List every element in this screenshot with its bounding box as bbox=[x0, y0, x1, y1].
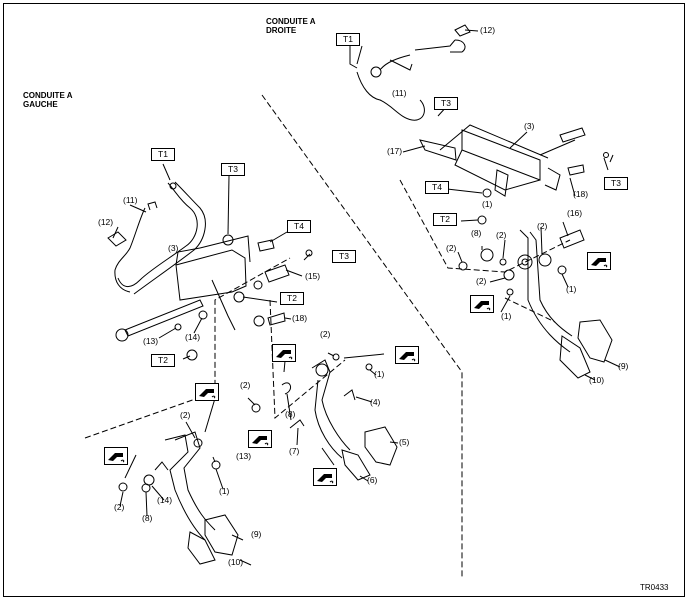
callout-8: (8) bbox=[471, 228, 482, 238]
callout-5: (5) bbox=[399, 437, 410, 447]
callout-12: (12) bbox=[480, 25, 496, 35]
callout-13: (13) bbox=[236, 451, 252, 461]
tool-box-t1: T1 bbox=[151, 148, 175, 161]
callout-16: (16) bbox=[567, 208, 583, 218]
callout-1: (1) bbox=[501, 311, 512, 321]
callout-8: (8) bbox=[142, 513, 153, 523]
callout-7: (7) bbox=[289, 446, 300, 456]
tool-box-t3: T3 bbox=[332, 250, 356, 263]
callout-2: (2) bbox=[537, 221, 548, 231]
tool-box-t1: T1 bbox=[336, 33, 360, 46]
grease-application-icon bbox=[470, 295, 494, 313]
right-pedal-arm bbox=[519, 229, 571, 353]
tool-box-t3: T3 bbox=[434, 97, 458, 110]
callout-3: (3) bbox=[168, 243, 179, 253]
left-pedal-pad-6 bbox=[341, 449, 371, 481]
callout-10: (10) bbox=[589, 375, 605, 385]
left-pedal-pad-5 bbox=[364, 426, 398, 466]
grease-application-icon bbox=[272, 344, 296, 362]
callout-12: (12) bbox=[98, 217, 114, 227]
left-pedal-arm bbox=[164, 434, 206, 541]
right-bracket bbox=[461, 129, 541, 181]
callout-18: (18) bbox=[573, 189, 589, 199]
callout-2: (2) bbox=[476, 276, 487, 286]
grease-application-icon bbox=[248, 430, 272, 448]
callout-9: (9) bbox=[251, 529, 262, 539]
grease-application-icon bbox=[313, 468, 337, 486]
grease-application-icon bbox=[395, 346, 419, 364]
left-pedal-pad-10 bbox=[187, 531, 216, 565]
left-shaft-dash bbox=[269, 299, 346, 420]
tool-box-t2: T2 bbox=[280, 292, 304, 305]
tool-box-t3: T3 bbox=[604, 177, 628, 190]
callout-17: (17) bbox=[387, 146, 403, 156]
callout-1: (1) bbox=[566, 284, 577, 294]
tool-box-t3: T3 bbox=[221, 163, 245, 176]
right-pedal-pad-9 bbox=[577, 319, 613, 363]
callout-14: (14) bbox=[185, 332, 201, 342]
callout-2: (2) bbox=[320, 329, 331, 339]
callout-2: (2) bbox=[240, 380, 251, 390]
callout-6: (6) bbox=[367, 475, 378, 485]
callout-11: (11) bbox=[392, 88, 407, 98]
left-switch-15 bbox=[264, 264, 290, 283]
left-cable bbox=[117, 182, 198, 287]
heading-left-hand-drive: CONDUITE A GAUCHE bbox=[23, 91, 73, 109]
callout-3: (3) bbox=[524, 121, 535, 131]
left-bracket bbox=[175, 249, 247, 301]
callout-1: (1) bbox=[219, 486, 230, 496]
tool-box-t2: T2 bbox=[433, 213, 457, 226]
callout-1: (1) bbox=[482, 199, 493, 209]
section-divider bbox=[261, 94, 463, 578]
grease-application-icon bbox=[195, 383, 219, 401]
tool-box-t4: T4 bbox=[425, 181, 449, 194]
grease-application-icon bbox=[104, 447, 128, 465]
tool-box-t2: T2 bbox=[151, 354, 175, 367]
callout-14: (14) bbox=[157, 495, 173, 505]
left-long-bolt bbox=[124, 299, 204, 337]
callout-13: (13) bbox=[143, 336, 159, 346]
left-clutch-arm bbox=[311, 359, 351, 451]
left-pedal-pad-9 bbox=[204, 514, 239, 556]
callout-10: (10) bbox=[228, 557, 244, 567]
callout-2: (2) bbox=[180, 410, 191, 420]
right-pedal-pad-10 bbox=[559, 335, 591, 379]
tool-box-t4: T4 bbox=[287, 220, 311, 233]
callout-18: (18) bbox=[292, 313, 308, 323]
callout-1: (1) bbox=[374, 369, 385, 379]
callout-2: (2) bbox=[496, 230, 507, 240]
callout-8: (8) bbox=[285, 409, 296, 419]
callout-9: (9) bbox=[618, 361, 629, 371]
right-pin-16 bbox=[559, 229, 585, 249]
callout-2: (2) bbox=[114, 502, 125, 512]
callout-11: (11) bbox=[123, 195, 138, 205]
heading-right-hand-drive: CONDUITE A DROITE bbox=[266, 17, 316, 35]
callout-15: (15) bbox=[305, 271, 321, 281]
right-cable bbox=[356, 71, 425, 121]
callout-4: (4) bbox=[370, 397, 381, 407]
callout-2: (2) bbox=[446, 243, 457, 253]
grease-application-icon bbox=[587, 252, 611, 270]
sheet-border bbox=[3, 3, 685, 597]
figure-code: TR0433 bbox=[640, 583, 669, 592]
left-assembly-dash bbox=[84, 257, 291, 439]
